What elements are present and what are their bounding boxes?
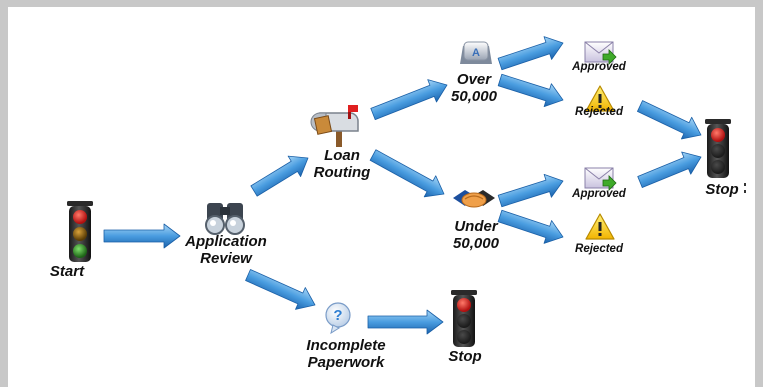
- traffic-light-icon: [67, 201, 93, 262]
- node-label-loan-routing: Loan Routing: [313, 147, 371, 181]
- node-label-approved-over: Approved: [572, 61, 626, 73]
- arrow-routing-to-over: [370, 79, 448, 120]
- traffic-light-icon: [705, 119, 731, 178]
- arrow-routing-to-under: [369, 149, 445, 198]
- envelope-arrow-icon: [584, 167, 617, 191]
- binoculars-icon: [205, 203, 245, 235]
- stop-right-marks: [744, 183, 746, 193]
- node-label-approved-under: Approved: [572, 188, 626, 200]
- arrow-approved-to-stop: [637, 151, 702, 188]
- flow-diagram: A ?: [67, 36, 746, 347]
- arrow-under-to-approved: [497, 174, 564, 208]
- diagram-frame: A ?: [8, 7, 755, 387]
- node-label-rejected-under: Rejected: [575, 243, 623, 255]
- flow-arrows: [103, 36, 702, 335]
- arrow-start-to-review: [103, 223, 181, 249]
- arrow-review-to-routing: [250, 155, 309, 197]
- arrow-incomplete-to-stop: [367, 309, 444, 335]
- arrow-over-to-rejected: [497, 73, 564, 107]
- envelope-arrow-icon: [584, 41, 617, 65]
- node-label-application-review: Application Review: [185, 233, 267, 267]
- node-label-stop-bottom: Stop: [448, 348, 482, 365]
- warning-icon: [585, 85, 615, 112]
- node-label-start: Start: [49, 263, 85, 280]
- mailbox-icon: [310, 105, 359, 147]
- svg-text:?: ?: [333, 307, 342, 324]
- traffic-light-icon: [451, 290, 477, 347]
- node-label-under: Under 50,000: [453, 218, 499, 252]
- arrow-review-to-incomplete: [245, 269, 316, 310]
- question-bubble-icon: ?: [325, 302, 351, 335]
- node-label-over: Over 50,000: [451, 71, 497, 105]
- arrow-rejected-to-stop: [637, 100, 702, 140]
- node-label-rejected-over: Rejected: [575, 106, 623, 118]
- handshake-icon: [453, 190, 495, 208]
- arrow-under-to-rejected: [497, 209, 564, 244]
- arrow-over-to-approved: [497, 36, 564, 71]
- warning-icon: [585, 213, 615, 240]
- svg-text:A: A: [472, 47, 480, 59]
- node-label-incomplete-paperwork: Incomplete Paperwork: [306, 337, 386, 371]
- keyboard-key-icon: A: [460, 41, 492, 64]
- node-label-stop-right: Stop: [705, 181, 739, 198]
